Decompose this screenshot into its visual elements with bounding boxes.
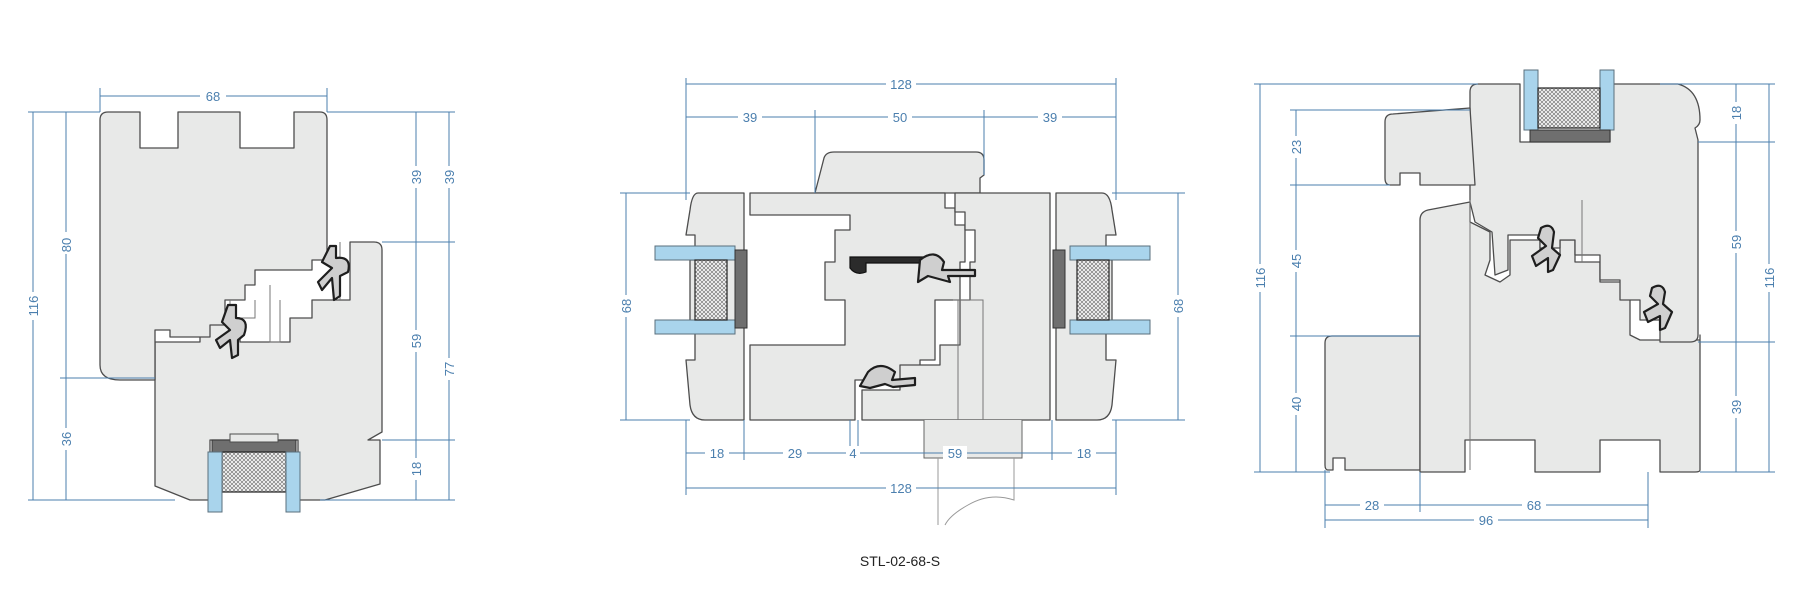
dim-left-overall-height: 116	[26, 296, 41, 317]
right-top-sash	[1469, 83, 1701, 343]
left-spacer	[221, 451, 287, 493]
middle-section	[654, 151, 1151, 526]
dim-middle-right-height: 68	[1171, 299, 1186, 313]
right-section	[1324, 69, 1701, 473]
dim-right-overall-height-left: 116	[1253, 268, 1268, 289]
dim-middle-top-left: 39	[743, 110, 757, 125]
dim-right-right-39: 39	[1729, 400, 1744, 414]
dim-middle-bottom-d: 59	[948, 446, 962, 461]
dim-right-overall-height-right: 116	[1762, 268, 1777, 289]
dim-middle-bottom-a: 18	[710, 446, 724, 461]
dim-left-sash-height: 80	[59, 238, 74, 252]
drawing-code-label: STL-02-68-S	[859, 553, 941, 569]
dim-middle-overall-top: 128	[890, 77, 912, 92]
middle-right-sash	[861, 192, 1051, 421]
right-upper-cap	[1384, 107, 1476, 186]
dimension-labels: 68 116 80 36 39 39 59 18 77 128 39 50 39…	[26, 77, 1777, 529]
middle-right-glass-b	[1069, 319, 1151, 335]
right-gasket	[1529, 129, 1611, 143]
middle-bottom-stub	[923, 420, 1023, 459]
right-glass-b	[1599, 69, 1615, 131]
middle-black-gasket	[849, 256, 939, 274]
dim-middle-top-right: 39	[1043, 110, 1057, 125]
middle-top-plate	[814, 151, 985, 194]
dim-right-right-18: 18	[1729, 106, 1744, 120]
dim-middle-bottom-b: 29	[788, 446, 802, 461]
middle-center-profile	[749, 192, 966, 421]
middle-seal-lower	[858, 364, 917, 390]
middle-right-glass-a	[1069, 245, 1151, 261]
left-glass-pane-a	[207, 451, 223, 513]
dim-left-right-lower: 77	[442, 362, 457, 376]
dim-left-right-bottom: 18	[409, 462, 424, 476]
dim-middle-top-center: 50	[893, 110, 907, 125]
middle-left-glass-b	[654, 319, 736, 335]
left-section	[99, 111, 383, 513]
right-seal-upper	[1530, 224, 1562, 274]
middle-left-gasket	[734, 249, 748, 329]
left-sash-profile	[99, 111, 328, 381]
dim-middle-bottom-c: 4	[849, 446, 856, 461]
dim-right-bottom-28: 28	[1365, 498, 1379, 513]
dim-middle-overall-bottom: 128	[890, 481, 912, 496]
dim-right-seg-40: 40	[1289, 397, 1304, 411]
left-seal-upper	[316, 244, 350, 302]
dim-right-right-59: 59	[1729, 235, 1744, 249]
dim-left-top-width: 68	[206, 89, 220, 104]
dim-left-right-mid: 59	[409, 334, 424, 348]
middle-right-spacer	[1076, 259, 1110, 321]
left-glass-pane-b	[285, 451, 301, 513]
dim-middle-bottom-e: 18	[1077, 446, 1091, 461]
dim-right-seg-45: 45	[1289, 254, 1304, 268]
right-main-profile	[1419, 201, 1701, 473]
dim-left-right-top-b: 39	[442, 170, 457, 184]
right-frame-lower	[1324, 335, 1421, 471]
middle-seal-upper	[916, 253, 977, 284]
dim-right-bottom-96: 96	[1479, 513, 1493, 528]
dim-right-seg-23: 23	[1289, 140, 1304, 154]
dim-left-lower-height: 36	[59, 432, 74, 446]
left-seal-lower	[214, 303, 247, 360]
dim-left-right-top-a: 39	[409, 170, 424, 184]
right-seal-lower	[1642, 284, 1674, 332]
middle-left-spacer	[694, 259, 728, 321]
dim-middle-left-height: 68	[619, 299, 634, 313]
middle-left-glass-a	[654, 245, 736, 261]
right-spacer	[1537, 87, 1601, 129]
right-glass-a	[1523, 69, 1539, 131]
middle-right-gasket	[1052, 249, 1066, 329]
dim-right-bottom-68: 68	[1527, 498, 1541, 513]
